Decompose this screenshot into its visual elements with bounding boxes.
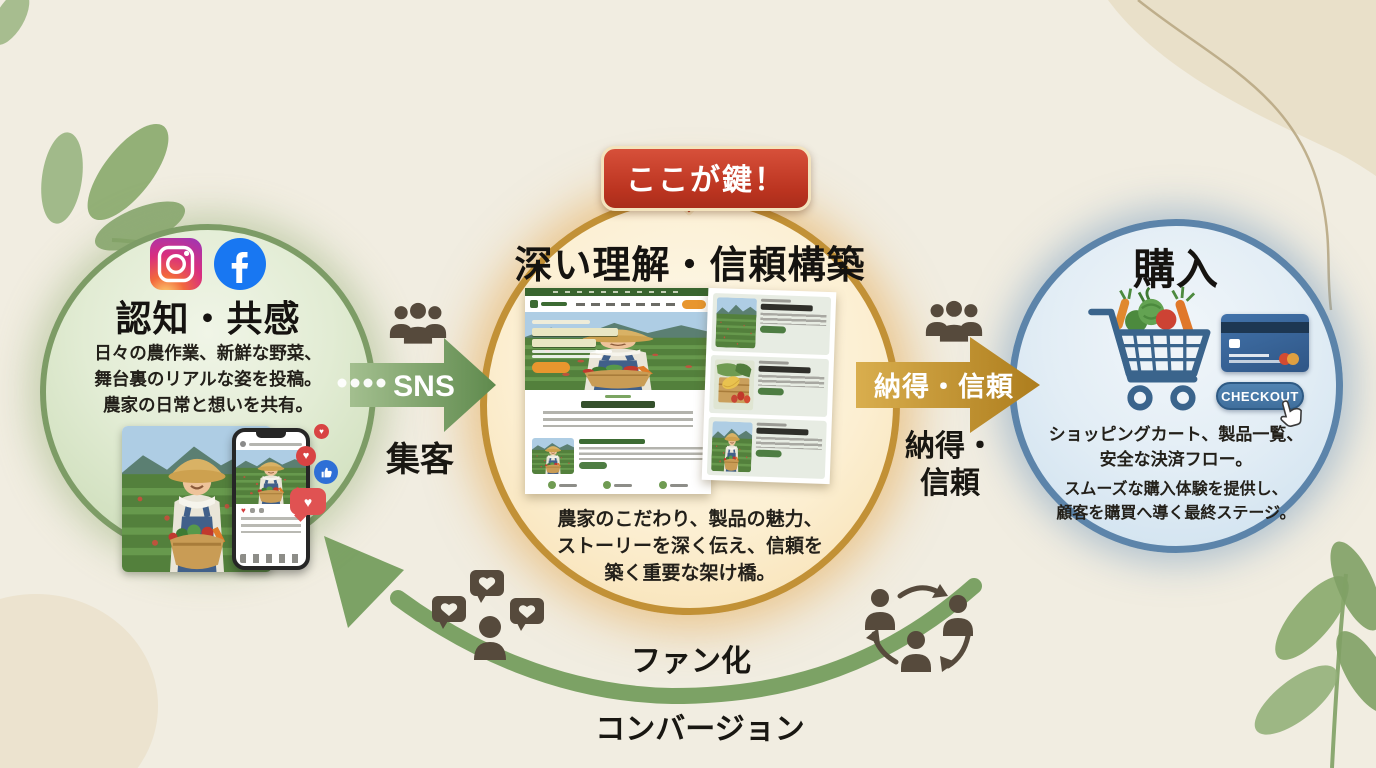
hand-cursor-icon [1275, 395, 1308, 431]
awareness-desc-line: 舞台裏のリアルな姿を投稿。 [94, 369, 322, 389]
conviction-label-line: 納得・ [905, 430, 995, 463]
attract-customers-label: 集客 [386, 441, 454, 479]
product-card [706, 416, 827, 480]
site-logo-icon [530, 300, 538, 308]
site-cta-button [682, 299, 706, 309]
awareness-title: 認知・共感 [115, 298, 301, 339]
site-nav-links [576, 302, 679, 306]
site-header [525, 296, 711, 312]
trust-desc-line: 築く重要な架け橋。 [604, 563, 776, 584]
sns-flow-arrow: SNS [337, 338, 496, 432]
website-home-page [525, 288, 711, 494]
reaction-heart-icon: ♥ [314, 424, 329, 439]
trust-flow-arrow: 納得・信頼 [856, 337, 1040, 433]
audience-icon [388, 300, 448, 346]
sns-post-header [240, 440, 302, 448]
conviction-label-line: 信頼 [920, 467, 980, 500]
purchase-title: 購入 [1132, 246, 1219, 293]
instagram-icon [150, 238, 202, 290]
site-feature-row [525, 476, 711, 494]
trust-title: 深い理解・信頼構築 [514, 245, 866, 287]
purchase-desc-line: 安全な決済フロー。 [1099, 450, 1253, 469]
reaction-heart-icon: ♥ [296, 446, 316, 466]
website-products-page [701, 287, 837, 485]
site-story-section [525, 436, 711, 476]
product-image [713, 359, 755, 411]
awareness-desc-line: 日々の農作業、新鮮な野菜、 [94, 343, 322, 363]
credit-card-icon [1221, 314, 1309, 372]
phone-notch [256, 432, 286, 438]
audience-icon [924, 298, 984, 344]
awareness-stage-circle: 認知・共感 日々の農作業、新鮮な野菜、 舞台裏のリアルな姿を投稿。 農家の日常と… [40, 224, 376, 572]
hero-text-overlay [532, 320, 632, 373]
site-hero [525, 312, 711, 390]
site-intro-section [525, 390, 711, 436]
hero-button [532, 361, 570, 373]
story-button [579, 462, 607, 469]
sns-post-actions: ♥ [241, 505, 301, 515]
conversion-label: コンバージョン [595, 713, 805, 746]
sns-arrow-label: SNS [393, 370, 455, 403]
trust-stage-circle: 深い理解・信頼構築 [480, 195, 900, 615]
leaf-decoration-bottom-right [1254, 541, 1376, 768]
website-mockup [525, 287, 869, 496]
product-image [710, 421, 753, 473]
product-card [711, 292, 832, 356]
cart-icon [1084, 284, 1224, 424]
trust-arrow-label: 納得・信頼 [874, 371, 1014, 402]
trust-desc-line: ストーリーを深く伝え、信頼を [556, 536, 823, 557]
product-button [755, 449, 782, 457]
fan-feedback-icon [430, 570, 552, 660]
trust-desc-line: 農家のこだわり、製品の魅力、 [557, 509, 823, 530]
heart-icon: ♥ [241, 505, 246, 515]
key-point-badge: ここが鍵！ [601, 146, 811, 211]
facebook-icon [214, 238, 266, 290]
product-button [759, 325, 787, 334]
story-image [532, 438, 574, 474]
purchase-sub-line: スムーズな購入体験を提供し、 [1064, 481, 1288, 498]
phone-bottom-nav [240, 554, 302, 563]
sns-post-caption [241, 517, 301, 533]
site-announcement-bar [525, 288, 711, 296]
purchase-desc-line: ショッピングカート、製品一覧、 [1048, 425, 1304, 444]
site-logo-text [541, 302, 567, 306]
reaction-like-icon [314, 460, 338, 484]
return-arrowhead [324, 536, 404, 628]
product-card [709, 354, 829, 418]
product-image [715, 297, 758, 349]
product-button [757, 387, 784, 396]
purchase-stage-circle: 購入 [1009, 219, 1343, 553]
community-cycle-icon [848, 578, 983, 683]
purchase-sub-line: 顧客を購買へ導く最終ステージ。 [1056, 505, 1296, 522]
reaction-heart-bubble-icon: ♥ [290, 488, 326, 522]
fan-conversion-label: ファン化 [631, 645, 751, 678]
awareness-desc-line: 農家の日常と想いを共有。 [103, 395, 313, 415]
conviction-trust-label: 納得・ 信頼 [885, 428, 1015, 502]
